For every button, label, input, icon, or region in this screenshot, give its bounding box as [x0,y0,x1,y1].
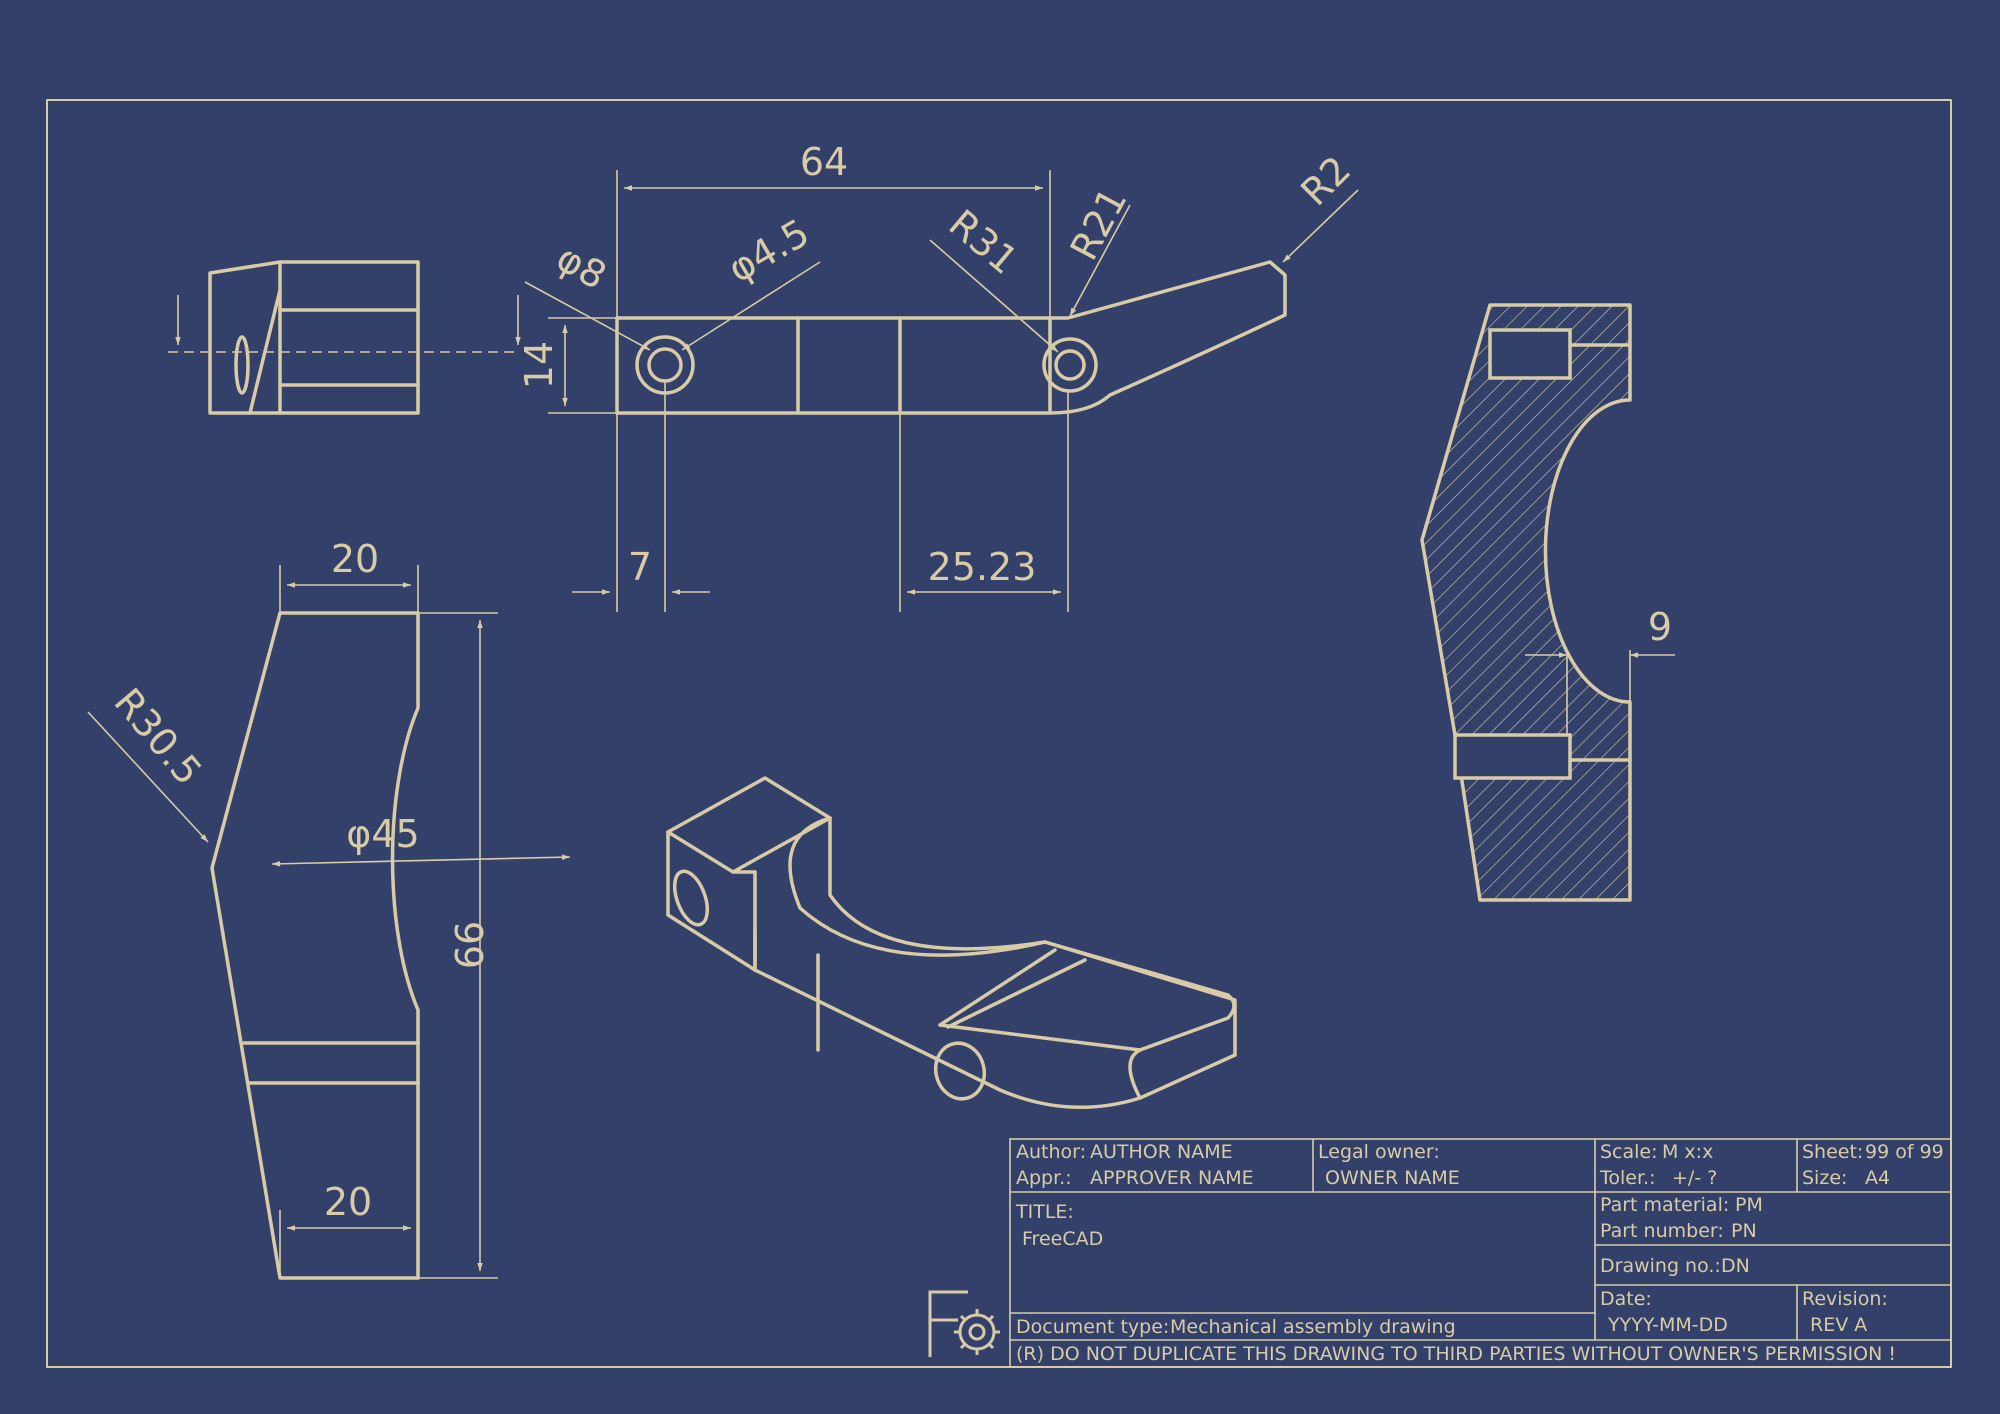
part-number-label: Part number: [1600,1220,1724,1242]
drawing-no-value: DN [1721,1255,1750,1277]
dim-7: 7 [628,545,652,589]
part-number-value: PN [1731,1220,1757,1242]
author-label: Author: [1016,1141,1086,1163]
copyright-notice: (R) DO NOT DUPLICATE THIS DRAWING TO THI… [1016,1343,1896,1365]
dim-64: 64 [800,140,848,184]
date-value: YYYY-MM-DD [1607,1314,1728,1336]
dim-20-bottom: 20 [324,1180,372,1224]
front-view [87,565,571,1280]
part-material-label: Part material: [1600,1194,1729,1216]
part-material-value: PM [1735,1194,1763,1216]
dim-r30-5: R30.5 [105,680,210,793]
doc-type-label: Document type: [1016,1316,1169,1338]
dim-diameter-4-5: φ4.5 [720,210,816,291]
appr-value: APPROVER NAME [1090,1167,1254,1189]
doc-type-value: Mechanical assembly drawing [1170,1316,1456,1338]
dim-r21: R21 [1062,181,1136,268]
appr-label: Appr.: [1016,1167,1072,1189]
dim-99: 99 [446,921,490,969]
isometric-view [666,776,1237,1109]
dim-diameter-8: φ8 [549,235,614,298]
side-view [168,260,521,415]
revision-label: Revision: [1802,1288,1888,1310]
dim-25-23: 25.23 [928,545,1037,589]
top-view [524,170,1359,612]
size-value: A4 [1865,1167,1890,1189]
toler-value: +/- ? [1672,1167,1717,1189]
drawing-frame [46,99,1952,1368]
legal-owner-label: Legal owner: [1318,1141,1440,1163]
scale-label: Scale: [1600,1141,1658,1163]
dim-r31: R31 [941,201,1027,283]
drawing-no-label: Drawing no.: [1600,1255,1721,1277]
date-label: Date: [1600,1288,1652,1310]
revision-value: REV A [1810,1314,1867,1336]
dim-14: 14 [517,341,561,389]
freecad-logo-icon [928,1290,1000,1357]
dim-20-top: 20 [331,537,379,581]
author-value: AUTHOR NAME [1090,1141,1233,1163]
title-value: FreeCAD [1022,1228,1103,1250]
section-view [1420,303,1675,902]
toler-label: Toler.: [1599,1167,1655,1189]
dim-diameter-45: φ45 [346,812,419,856]
size-label: Size: [1802,1167,1847,1189]
scale-value: M x:x [1662,1141,1713,1163]
sheet-label: Sheet: [1802,1141,1863,1163]
title-label: TITLE: [1015,1201,1074,1223]
dim-r2: R2 [1292,147,1359,214]
sheet-value: 99 of 99 [1865,1141,1944,1163]
owner-value: OWNER NAME [1325,1167,1460,1189]
dim-9: 9 [1648,605,1672,649]
title-block [1009,1138,1952,1368]
